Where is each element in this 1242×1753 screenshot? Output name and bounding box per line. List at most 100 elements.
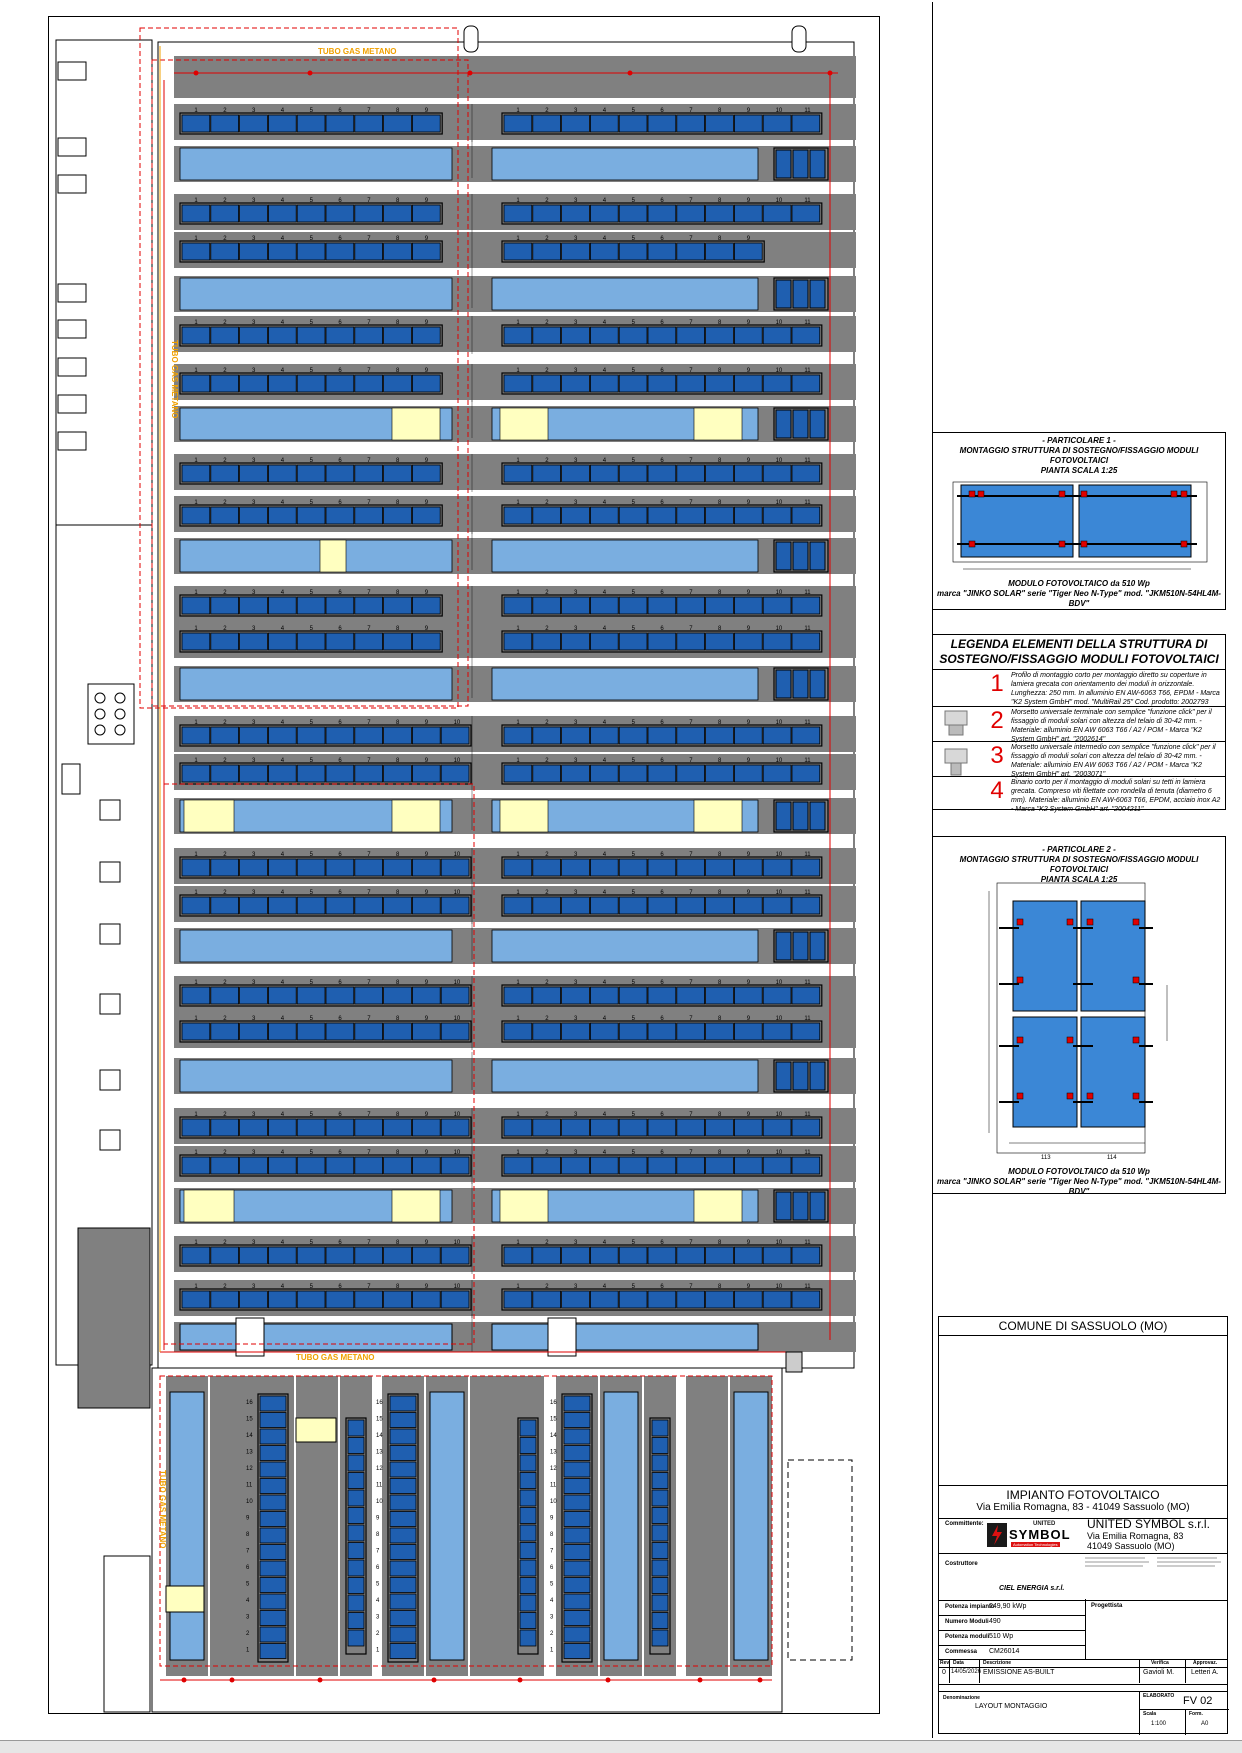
pv-module (503, 1022, 533, 1041)
module-number: 10 (454, 1016, 461, 1022)
pv-module (347, 1472, 365, 1489)
module-number: 7 (367, 720, 371, 726)
module-string-frame (501, 1154, 823, 1177)
pv-module (503, 1156, 533, 1175)
module-number: 3 (252, 980, 256, 986)
pv-module (503, 242, 533, 261)
pv-module (734, 242, 763, 261)
module-number: 9 (425, 458, 429, 464)
pv-module (210, 1156, 240, 1175)
pv-module (503, 464, 533, 483)
pv-module (383, 242, 412, 261)
pv-module (809, 279, 826, 309)
window-opening (57, 394, 87, 414)
module-number: 6 (660, 458, 664, 464)
module-number: 4 (603, 980, 607, 986)
pv-module (354, 114, 383, 133)
module-number: 4 (603, 320, 607, 326)
module-power-value: 510 Wp (989, 1633, 1014, 1640)
pv-module (791, 632, 821, 651)
pv-module (561, 506, 590, 525)
pv-module (239, 1156, 268, 1175)
module-number: 10 (454, 1112, 461, 1118)
module-number: 8 (396, 1112, 400, 1118)
municipality-title: COMUNE DI SASSUOLO (MO) (939, 1318, 1227, 1336)
module-number: 3 (574, 1284, 578, 1290)
pv-module (563, 1445, 591, 1461)
module-number: 6 (338, 1240, 342, 1246)
pv-module (389, 1610, 417, 1626)
module-number: 2 (545, 758, 549, 764)
pv-module (181, 764, 211, 783)
pv-module (676, 204, 705, 223)
module-number: 5 (310, 458, 314, 464)
pv-module (267, 1290, 297, 1309)
pv-module (791, 858, 821, 877)
pv-module (354, 204, 383, 223)
module-number: 9 (747, 236, 751, 242)
module-number: 2 (545, 626, 549, 632)
module-string-frame (501, 984, 823, 1007)
module-number: 8 (396, 458, 400, 464)
module-number: 2 (545, 500, 549, 506)
pv-module (440, 726, 470, 745)
pv-module (792, 541, 809, 571)
pv-module (532, 1022, 561, 1041)
module-number: 7 (367, 1150, 371, 1156)
module-number: 4 (281, 720, 285, 726)
technical-room (77, 1227, 151, 1409)
module-number: 4 (281, 1150, 285, 1156)
module-string-frame (179, 724, 472, 747)
pv-module (705, 986, 734, 1005)
module-number: 6 (338, 1284, 342, 1290)
pv-module (705, 204, 734, 223)
window-opening (99, 1069, 121, 1091)
module-number: 1 (194, 1112, 198, 1118)
module-number: 5 (632, 980, 636, 986)
module-string-frame (773, 407, 829, 441)
pv-module (775, 669, 792, 699)
module-number: 5 (310, 368, 314, 374)
pv-module (210, 204, 240, 223)
module-number: 9 (747, 1240, 751, 1246)
module-number: 8 (718, 1112, 722, 1118)
client-name: UNITED SYMBOL s.r.l. (1087, 1517, 1210, 1531)
pv-module (354, 764, 383, 783)
pv-module (383, 858, 412, 877)
pv-module (210, 114, 240, 133)
pv-module (734, 114, 763, 133)
module-number: 1 (516, 500, 520, 506)
module-number: 1 (516, 198, 520, 204)
detail-2-heading-1: - PARTICOLARE 2 - (1042, 845, 1116, 854)
pv-module (440, 1246, 470, 1265)
module-number: 4 (281, 852, 285, 858)
pv-module (383, 764, 412, 783)
pv-module (354, 596, 383, 615)
pv-module (440, 896, 470, 915)
pv-module (296, 1156, 326, 1175)
module-number: 2 (223, 890, 227, 896)
module-number: 2 (223, 626, 227, 632)
module-number: 1 (516, 1240, 520, 1246)
pv-module (389, 1577, 417, 1593)
pv-module (734, 858, 763, 877)
pv-module (181, 464, 211, 483)
module-number: 5 (310, 1112, 314, 1118)
pv-module (239, 858, 268, 877)
pv-module (239, 326, 268, 345)
pv-module (267, 632, 297, 651)
pv-module (563, 1428, 591, 1445)
module-number: 4 (281, 198, 285, 204)
module-number: 5 (310, 626, 314, 632)
pv-module (411, 1156, 441, 1175)
pv-module (647, 632, 677, 651)
pv-module (347, 1629, 365, 1647)
module-number: 9 (425, 500, 429, 506)
module-number: 10 (454, 1150, 461, 1156)
module-number: 1 (516, 980, 520, 986)
pv-module (618, 464, 648, 483)
pv-module-block (179, 1323, 453, 1351)
module-number: 8 (396, 590, 400, 596)
module-number: 6 (660, 368, 664, 374)
module-number: 7 (689, 368, 693, 374)
